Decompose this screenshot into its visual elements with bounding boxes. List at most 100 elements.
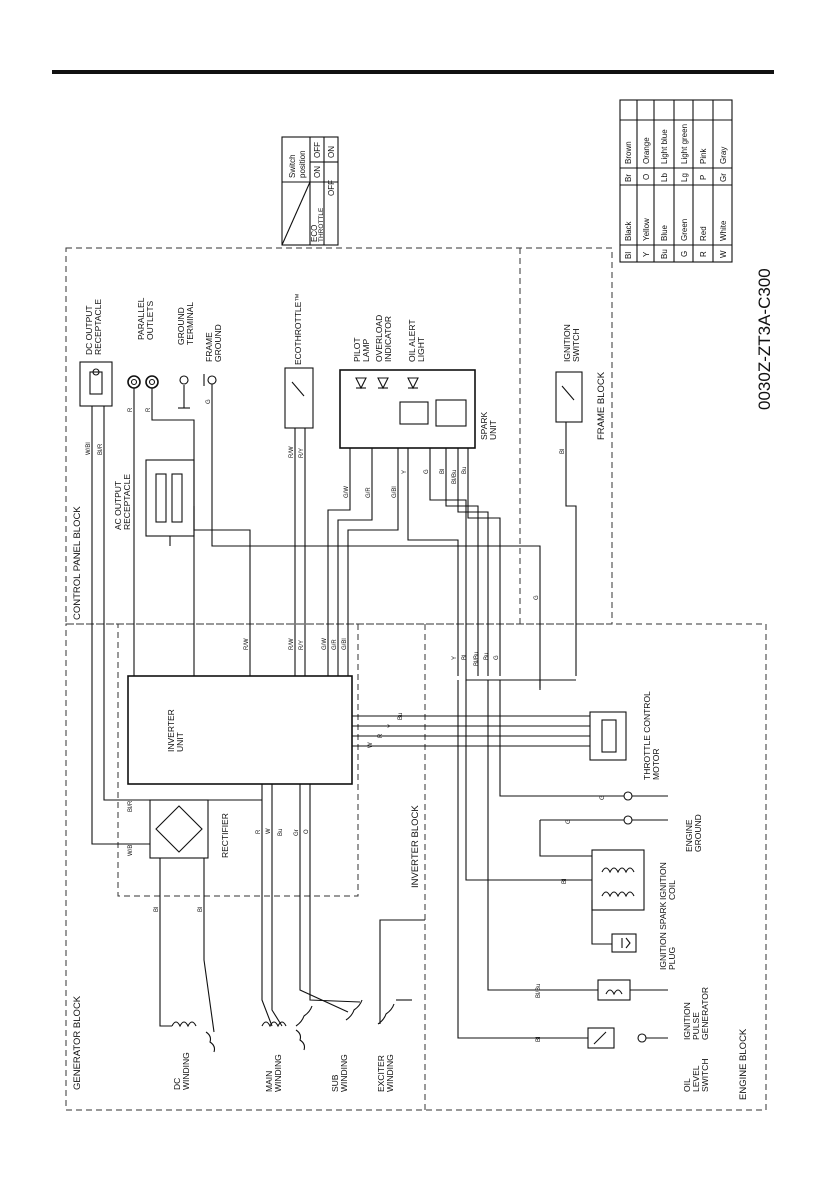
wire-g-engine: G (600, 795, 606, 800)
wire-r-y-eco: R/Y (299, 448, 305, 458)
dc-output-label-1: DC OUTPUT (84, 305, 94, 355)
inverter-block-label: INVERTER BLOCK (410, 805, 421, 888)
oil-level-label-3: SWITCH (700, 1058, 710, 1092)
wire-r-motor: R (378, 733, 384, 738)
switch-val-off: OFF (327, 180, 336, 196)
wire-w-bl-rect: W/Bl (128, 843, 134, 856)
wire-w-bl-top: W/Bl (86, 442, 92, 455)
main-winding-label-1: MAIN (264, 1071, 274, 1092)
inverter-unit-label-1: INVERTER (166, 709, 176, 752)
wiring (91, 384, 624, 1039)
wire-g-low: G (494, 655, 500, 660)
throttle-control-motor (589, 711, 627, 761)
engine-ground-label-1: ENGINE (684, 819, 694, 852)
switch-position-table: Switch position ON OFF ECO THROTTLE OFF … (281, 136, 339, 246)
wire-bl-dc-1: Bl (154, 907, 160, 912)
spark-unit-label-2: UNIT (488, 420, 498, 440)
wire-gr-sub: Gr (294, 829, 300, 836)
oil-alert-label-2: LIGHT (416, 337, 426, 362)
legend-code-g: G (680, 251, 689, 257)
spark-unit (339, 369, 476, 449)
wire-bl-bu-spark: Bl/Bu (452, 470, 458, 484)
wire-bl-dc-2: Bl (198, 907, 204, 912)
pilot-lamp-label-1: PILOT (352, 337, 362, 362)
legend-name-black: Black (624, 220, 633, 241)
wire-g-w: G/W (344, 486, 350, 498)
wire-bl-bu-low: Bl/Bu (474, 652, 480, 666)
wire-g-frame-low: G (534, 595, 540, 600)
legend-code-y: Y (642, 251, 651, 257)
engine-ground (623, 791, 668, 825)
ignition-coil (591, 849, 645, 911)
switch-col-off: OFF (313, 142, 322, 158)
sub-winding-label-1: SUB (330, 1074, 340, 1092)
frame-ground-label-1: FRAME (204, 332, 214, 362)
legend-code-gr: Gr (719, 173, 728, 182)
legend-code-o: O (642, 174, 651, 180)
parallel-label-1: PARALLEL (136, 297, 146, 340)
engine-block-label: ENGINE BLOCK (738, 1028, 749, 1100)
frame-ground (203, 374, 217, 386)
switch-header-1: Switch (288, 154, 297, 178)
oil-level-label-1: OIL (682, 1078, 692, 1092)
ground-terminal-label-1: GROUND (176, 307, 186, 345)
sub-winding-label-2: WINDING (339, 1054, 349, 1092)
drawing-code: 0030Z-ZT3A-C300 (755, 268, 774, 410)
generator-block-label: GENERATOR BLOCK (72, 995, 83, 1090)
rectifier (149, 799, 209, 859)
ecothrottle-switch (284, 367, 314, 444)
ignition-spark-plug (611, 933, 637, 953)
ignition-switch-label-2: SWITCH (571, 328, 581, 362)
parallel-outlets (127, 375, 159, 389)
frame-block-label: FRAME BLOCK (596, 371, 607, 440)
legend-name-brown: Brown (624, 141, 633, 164)
switch-col-on: ON (313, 166, 322, 178)
ignition-switch (555, 371, 583, 423)
legend-name-red: Red (699, 226, 708, 241)
wire-bu-low: Bu (484, 653, 490, 660)
dc-winding-label-2: WINDING (181, 1052, 191, 1090)
wire-r-main: R (256, 829, 262, 834)
spark-unit-label-1: SPARK (479, 411, 489, 440)
legend-code-lg: Lg (680, 173, 689, 182)
wire-g-engine-2: G (566, 819, 572, 824)
ignition-switch-label-1: IGNITION (562, 324, 572, 362)
legend-name-orange: Orange (642, 137, 651, 164)
wire-r-y-inv: R/Y (299, 640, 305, 650)
switch-header-2: position (298, 150, 307, 178)
exciter-winding (377, 999, 412, 1025)
legend-code-br: Br (624, 174, 633, 182)
legend-name-pink: Pink (699, 147, 708, 164)
wire-w-motor: W (368, 742, 374, 748)
legend-name-gray: Gray (719, 147, 728, 164)
wire-r-w-inv2: R/W (289, 638, 295, 650)
exciter-winding-label-1: EXCITER (376, 1055, 386, 1092)
ground-terminal (178, 375, 190, 409)
wire-y-low: Y (452, 656, 458, 660)
switch-row-label-1: ECO (310, 225, 319, 242)
legend-name-lightgreen: Light green (680, 124, 689, 164)
wire-r-1: R (128, 407, 134, 412)
dc-output-receptacle (79, 361, 113, 420)
sub-winding (345, 999, 363, 1021)
wire-labels: W/Bl Bl/R R R G R/W R/Y G/W G/R G/Bl Y G… (86, 399, 606, 1042)
dc-winding (171, 1021, 216, 1053)
block-boundaries (65, 247, 767, 1111)
spark-plug-label-2: PLUG (667, 947, 677, 970)
oil-level-switch (587, 1027, 668, 1049)
wire-g-r: G/R (366, 487, 372, 498)
overload-label-2: INDICATOR (383, 316, 393, 362)
top-rule (52, 70, 774, 74)
legend-code-bl: Bl (624, 252, 633, 259)
wire-g-bl-inv: G/Bl (342, 638, 348, 650)
dc-output-label-2: RECEPTACLE (93, 299, 103, 355)
inverter-unit (127, 675, 353, 785)
legend-name-white: White (719, 220, 728, 241)
main-winding (261, 1005, 313, 1051)
wire-bl-r-top: Bl/R (98, 443, 104, 455)
wire-bl-coil: Bl (562, 879, 568, 884)
exciter-winding-label-2: WINDING (385, 1054, 395, 1092)
wire-bu-spark: Bu (462, 467, 468, 474)
wire-bl-low: Bl (462, 655, 468, 660)
wire-bl-oil: Bl (536, 1037, 542, 1042)
